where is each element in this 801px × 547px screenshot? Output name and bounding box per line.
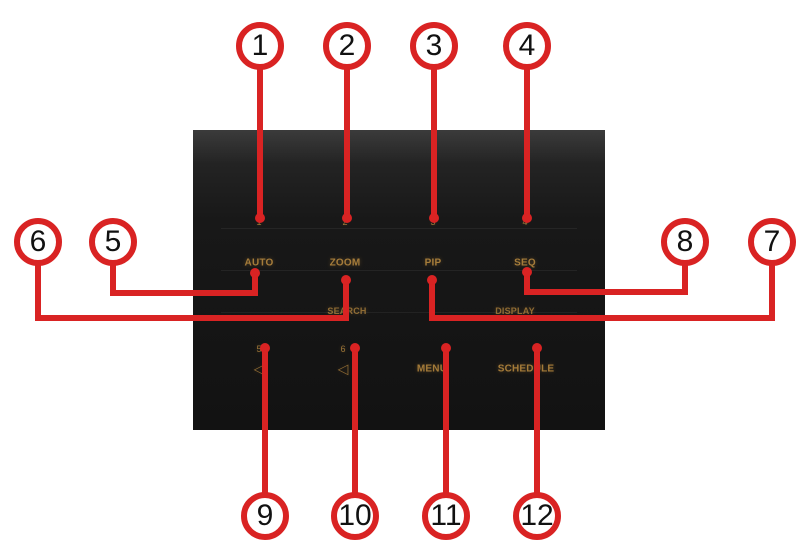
callout-3: 3 <box>410 22 458 70</box>
menu-button-label[interactable]: MENU <box>416 363 448 375</box>
pip-button-label[interactable]: PIP <box>424 257 442 269</box>
callout-1: 1 <box>236 22 284 70</box>
callout-6: 6 <box>14 218 62 266</box>
callout-10: 10 <box>331 492 379 540</box>
auto-button-label[interactable]: AUTO <box>244 257 274 269</box>
device-front-panel: 1 2 3 4 AUTO ZOOM PIP SEQ SEARCH DISPLAY… <box>193 130 605 430</box>
panel-number-5: 5 <box>256 344 262 354</box>
panel-number-1: 1 <box>256 217 262 227</box>
callout-2: 2 <box>323 22 371 70</box>
callout-4: 4 <box>503 22 551 70</box>
panel-row-divider <box>221 312 577 313</box>
panel-number-6: 6 <box>340 344 346 354</box>
zoom-button-label[interactable]: ZOOM <box>329 257 361 269</box>
left-arrow-icon[interactable]: ◁ <box>253 360 265 377</box>
schedule-button-label[interactable]: SCHEDULE <box>497 363 555 375</box>
search-button-label[interactable]: SEARCH <box>327 306 367 316</box>
display-button-label[interactable]: DISPLAY <box>495 306 535 316</box>
callout-8: 8 <box>661 218 709 266</box>
panel-number-4: 4 <box>522 217 528 227</box>
callout-5: 5 <box>89 218 137 266</box>
seq-button-label[interactable]: SEQ <box>514 257 536 269</box>
panel-row-divider <box>221 228 577 229</box>
panel-row-divider <box>221 270 577 271</box>
callout-11: 11 <box>422 492 470 540</box>
panel-number-2: 2 <box>342 217 348 227</box>
back-arrow-icon[interactable]: ◁ <box>337 360 349 377</box>
callout-9: 9 <box>241 492 289 540</box>
callout-12: 12 <box>513 492 561 540</box>
panel-number-3: 3 <box>430 217 436 227</box>
callout-7: 7 <box>748 218 796 266</box>
panel-top-shine <box>193 130 605 164</box>
